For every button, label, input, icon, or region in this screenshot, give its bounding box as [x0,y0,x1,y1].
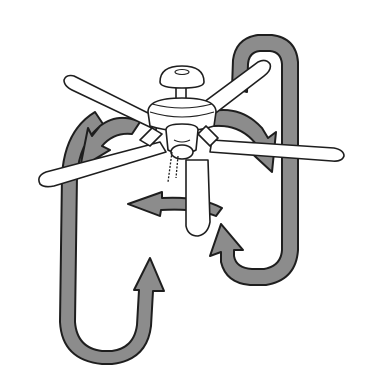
fan-light-globe [171,145,193,159]
fan-pull-chain-2 [176,156,178,178]
fan-pull-chain-1 [168,152,172,182]
fan-blade-right [210,140,344,161]
fan-blade-bottom [186,160,210,236]
